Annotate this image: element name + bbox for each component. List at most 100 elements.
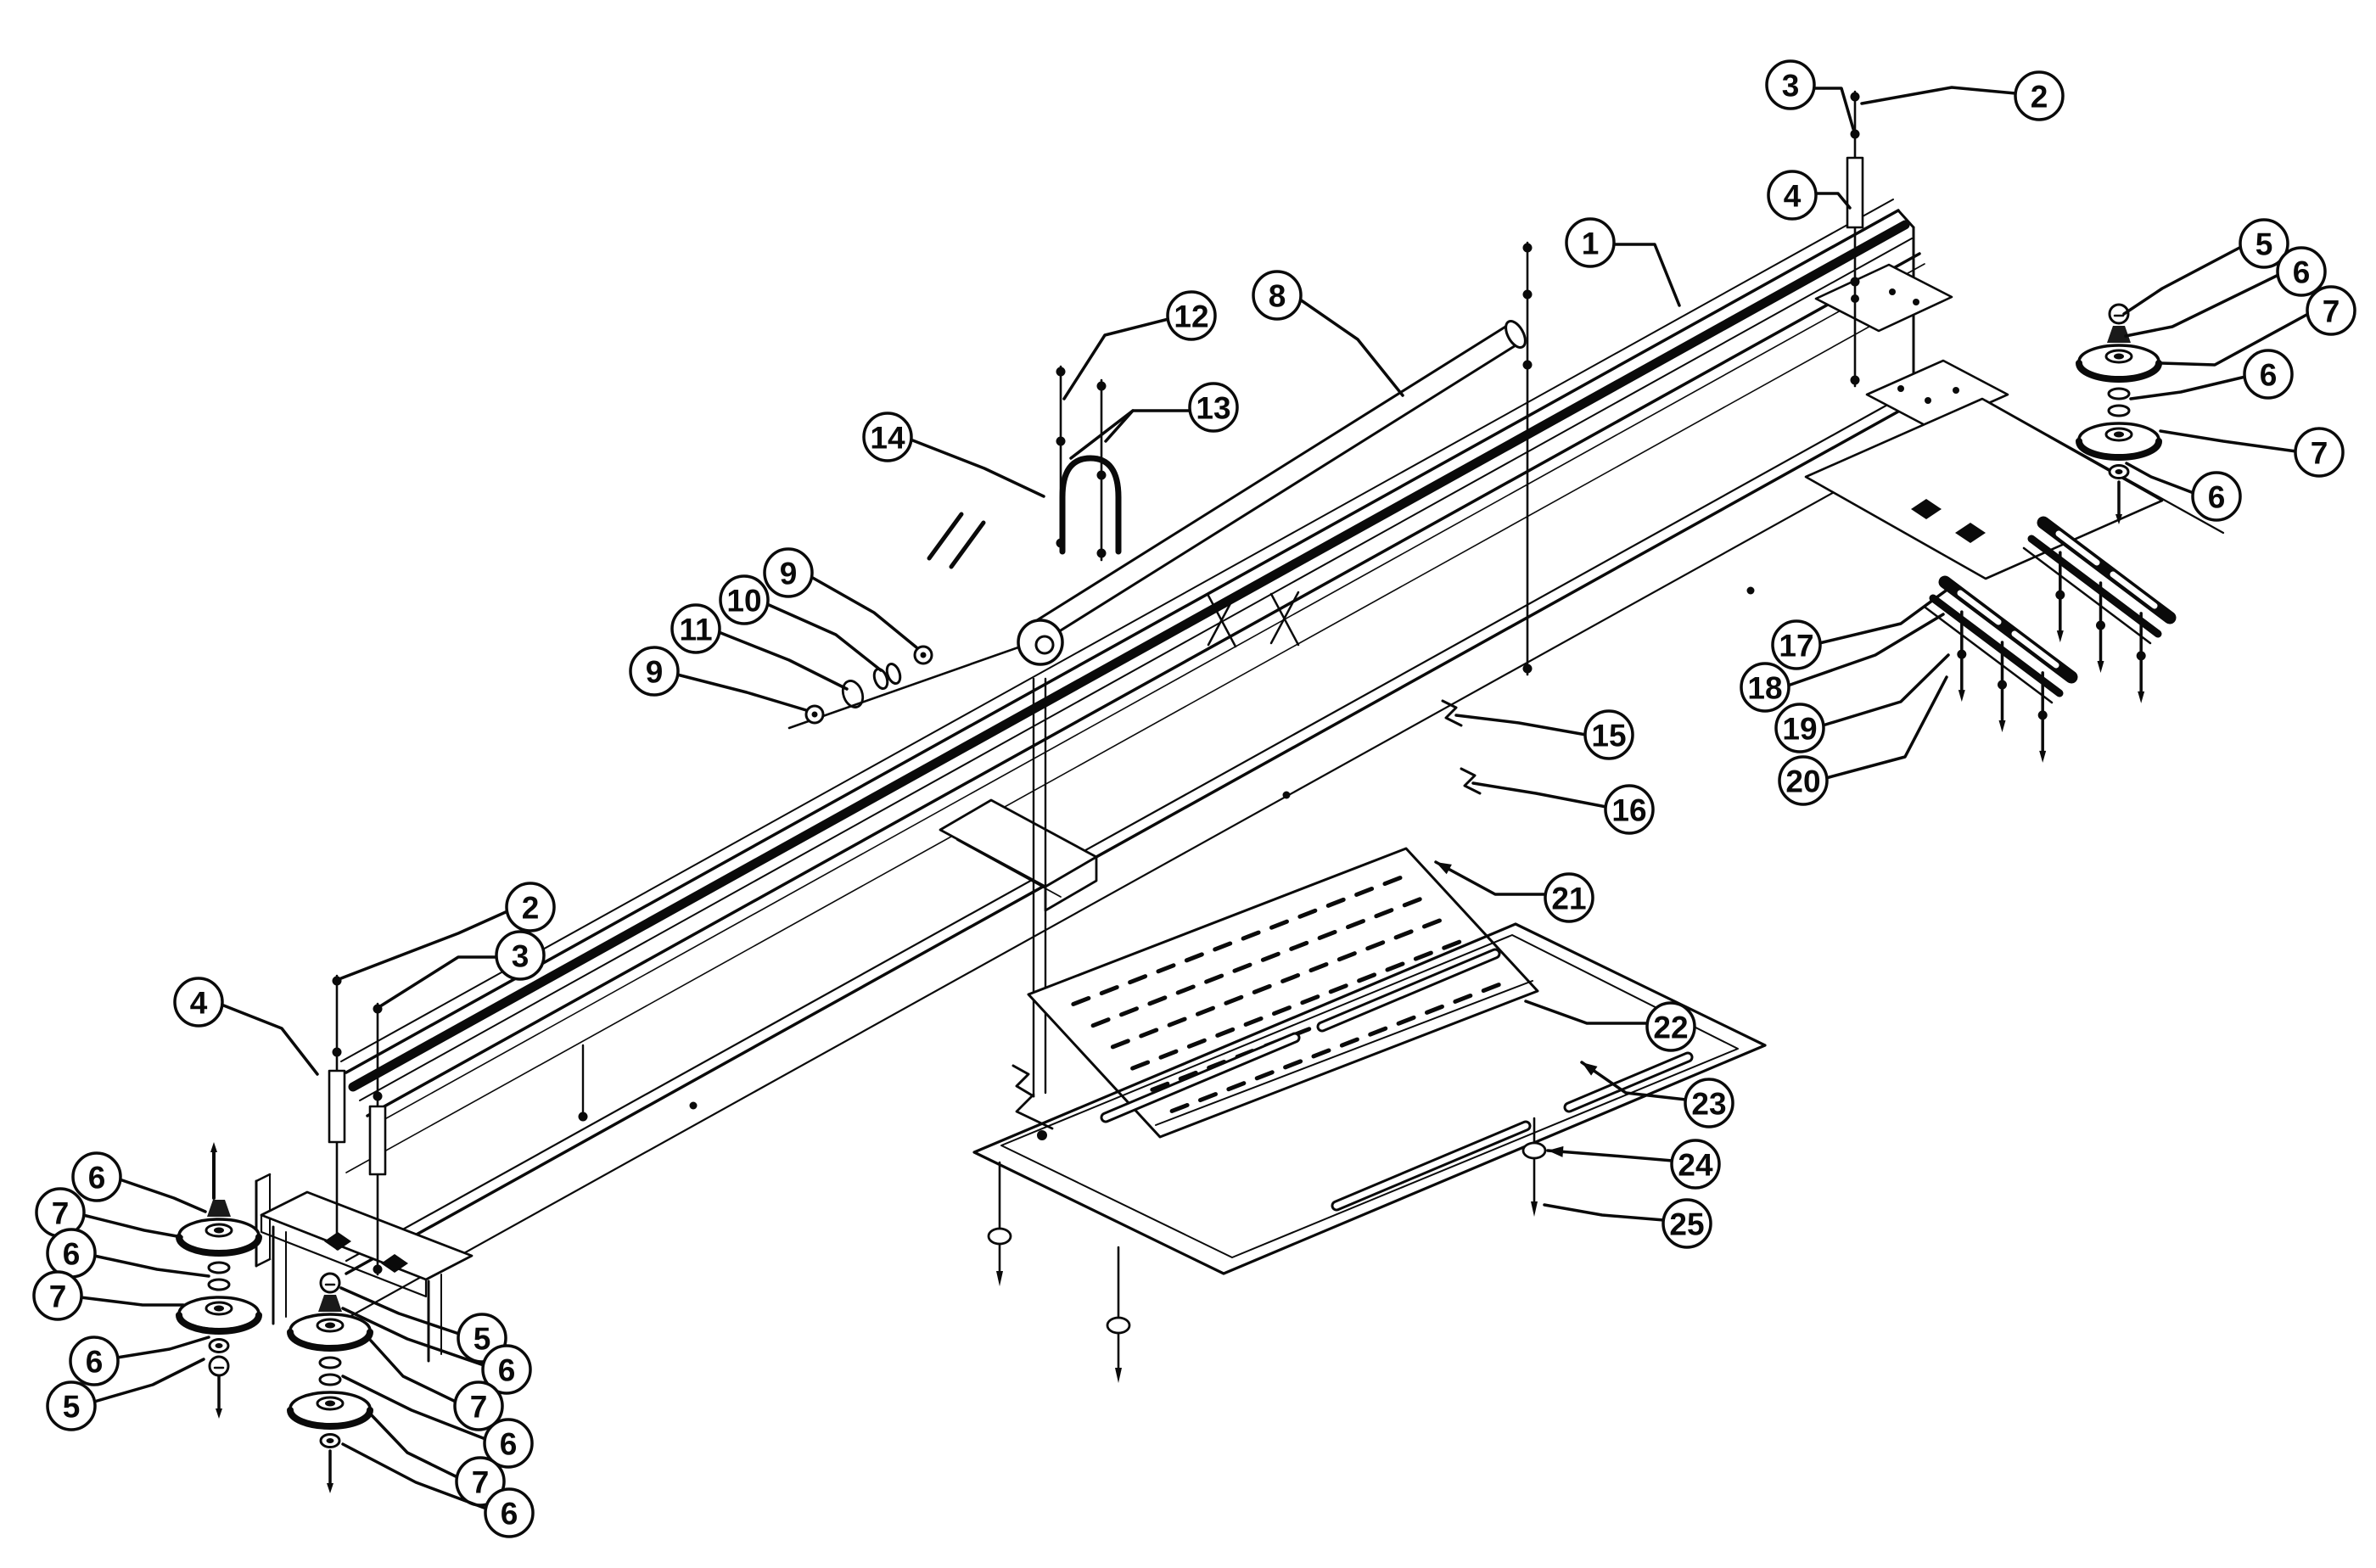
stack-right-disc-2 bbox=[2076, 422, 2162, 461]
stack-1-spacer bbox=[207, 1261, 231, 1291]
wear-rail-b-bar-backing bbox=[1929, 594, 2064, 697]
perforation-slot bbox=[1283, 1059, 1303, 1070]
shaft-nut-outer bbox=[913, 645, 933, 665]
callout-3-c3b: 3 bbox=[378, 930, 546, 1008]
callout-number: 8 bbox=[1269, 279, 1286, 314]
callout-number: 3 bbox=[1782, 69, 1800, 104]
perforation-slot bbox=[1325, 897, 1346, 908]
perforation-slot bbox=[1147, 995, 1168, 1006]
callout-2-c2b: 2 bbox=[339, 882, 556, 980]
callout-badge bbox=[32, 1270, 83, 1321]
callout-5-c5s: 5 bbox=[339, 1286, 507, 1364]
stack-right-ball bbox=[2108, 303, 2130, 325]
stack-2-pin bbox=[327, 1449, 333, 1493]
callout-badge bbox=[1252, 270, 1303, 321]
end-bolt-left-2 bbox=[368, 1002, 387, 1276]
tray-slots bbox=[1100, 948, 1694, 1212]
stack-1-disc-1 bbox=[176, 1218, 262, 1257]
callout-number: 7 bbox=[49, 1280, 67, 1314]
stack-right bbox=[2076, 303, 2162, 524]
callout-badge bbox=[1188, 382, 1239, 433]
stack-2-disc-1 bbox=[287, 1313, 373, 1352]
stack-1 bbox=[176, 1142, 262, 1419]
tray-bolt-washer bbox=[1521, 1141, 1547, 1160]
callout-badge bbox=[2276, 246, 2327, 297]
threaded-shaft bbox=[787, 646, 1020, 730]
stack-2-cone bbox=[318, 1295, 342, 1312]
callout-number: 25 bbox=[1669, 1207, 1704, 1242]
callout-number: 18 bbox=[1747, 671, 1782, 706]
callout-7-c7L2: 7 bbox=[32, 1270, 185, 1321]
end-bolt-right bbox=[1846, 90, 1864, 388]
perforation-slot bbox=[1167, 1016, 1187, 1028]
callout-badge bbox=[1604, 784, 1655, 835]
callout-21-c21: 21 bbox=[1434, 860, 1594, 923]
beam-inner-edge bbox=[359, 238, 1913, 1101]
main-beam bbox=[340, 199, 1925, 1320]
perforation-slot bbox=[1139, 1028, 1159, 1039]
tray-bolt-left bbox=[987, 1161, 1012, 1286]
perforation-slot bbox=[1402, 897, 1422, 908]
wear-rail-a-bolt-3 bbox=[2136, 612, 2146, 703]
callout-4-c4b: 4 bbox=[173, 977, 319, 1076]
perforation-slot bbox=[1339, 1037, 1359, 1048]
callout-badge bbox=[719, 574, 770, 625]
beam-bottom-edge bbox=[345, 410, 1900, 1275]
perforation-slot bbox=[1241, 930, 1261, 941]
stack-1-ball bbox=[208, 1355, 230, 1377]
leader-line bbox=[1786, 613, 1945, 687]
beam-clip-mid bbox=[1011, 1064, 1035, 1098]
perforation-slot bbox=[1195, 1005, 1215, 1016]
perforation-slot bbox=[1289, 940, 1309, 951]
perforation-slot bbox=[1328, 983, 1348, 994]
leader-line bbox=[1298, 298, 1404, 397]
beam-end-left bbox=[255, 974, 474, 1363]
callout-badge bbox=[1778, 755, 1829, 806]
callout-number: 9 bbox=[780, 557, 798, 591]
callout-badge bbox=[629, 646, 680, 697]
callout-number: 24 bbox=[1678, 1148, 1713, 1183]
perforation-slot bbox=[1130, 1060, 1151, 1071]
beam-front-top-edge bbox=[366, 252, 1921, 1117]
callout-number: 10 bbox=[726, 584, 761, 619]
leader-arrowhead bbox=[1582, 1062, 1598, 1076]
callout-badge bbox=[1565, 217, 1616, 268]
leader-line bbox=[79, 1296, 185, 1307]
callout-6-c6r3: 6 bbox=[2125, 462, 2242, 522]
callout-badge bbox=[1740, 662, 1790, 713]
leader-line bbox=[2160, 312, 2310, 367]
callout-badge bbox=[763, 547, 814, 598]
stack-right-nut bbox=[2108, 464, 2130, 479]
stack-2-disc-2 bbox=[287, 1391, 373, 1430]
perforation-slot bbox=[1271, 1005, 1292, 1016]
callout-19-c19: 19 bbox=[1774, 653, 1950, 753]
callout-badge bbox=[1774, 703, 1825, 753]
callout-7-c7s1: 7 bbox=[369, 1339, 504, 1431]
stack-2-spacer bbox=[318, 1356, 342, 1386]
callout-number: 6 bbox=[501, 1497, 518, 1532]
callout-badge bbox=[481, 1344, 532, 1395]
leader-line bbox=[341, 1442, 488, 1510]
lift-tube-edge-1 bbox=[1045, 341, 1521, 641]
beam-web-braces bbox=[1207, 591, 1300, 648]
deck-plate-outline bbox=[1027, 847, 1539, 1139]
leader-line bbox=[1524, 1000, 1650, 1025]
callout-badge bbox=[1771, 619, 1822, 670]
hanger-rods bbox=[1056, 241, 1533, 676]
lift-tube-edge-2 bbox=[1035, 322, 1511, 622]
callout-badge bbox=[1583, 709, 1634, 760]
leader-line bbox=[92, 1358, 205, 1403]
perforation-slot bbox=[1424, 1004, 1444, 1015]
perforation-slot bbox=[1382, 876, 1403, 887]
leader-line bbox=[1818, 587, 1950, 645]
callout-number: 22 bbox=[1653, 1011, 1688, 1045]
perforation-slot bbox=[1365, 940, 1386, 951]
callout-6-c6s1: 6 bbox=[341, 1307, 532, 1395]
beam-clip-lower bbox=[1460, 767, 1482, 795]
perforation-slot bbox=[1269, 919, 1289, 930]
leader-line bbox=[2129, 375, 2247, 400]
tray-bolt-mid bbox=[1106, 1246, 1131, 1383]
perforation-slot bbox=[1224, 994, 1244, 1005]
wear-rail-a-bolt-2 bbox=[2096, 581, 2105, 673]
perforation-slot bbox=[1442, 939, 1462, 950]
